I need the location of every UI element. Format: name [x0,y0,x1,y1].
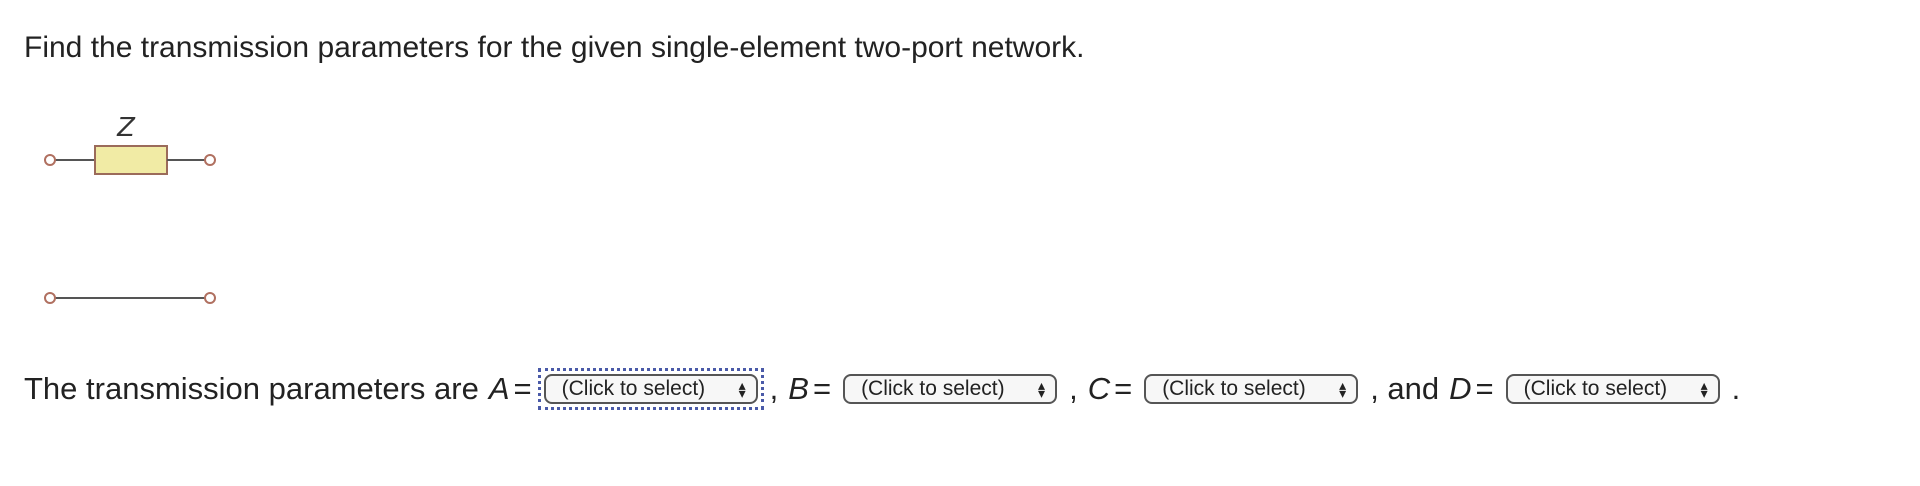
var-a-label: A [488,371,510,406]
terminal-bottom-right [204,292,216,304]
select-a-value: (Click to select) [561,377,706,400]
equals-a: = [513,371,532,406]
equals-b: = [812,371,832,406]
select-b-value: (Click to select) [861,377,1005,400]
question-text: Find the transmission parameters for the… [24,31,1085,64]
select-b[interactable]: (Click to select) ▴▾ [843,374,1058,404]
comma-a: , [769,371,779,406]
select-a-wrapper: (Click to select) ▴▾ [537,368,764,410]
var-b-label: B [788,371,809,406]
select-b-wrapper: (Click to select) ▴▾ [837,368,1063,410]
terminal-top-right [204,154,216,166]
var-c-label: C [1087,371,1111,406]
chevron-updown-icon: ▴▾ [738,377,746,401]
chevron-updown-icon: ▴▾ [1339,377,1347,401]
select-c[interactable]: (Click to select) ▴▾ [1144,374,1359,404]
answer-prefix: The transmission parameters are [24,371,479,406]
select-c-wrapper: (Click to select) ▴▾ [1138,368,1364,410]
var-d-label: D [1449,371,1472,406]
select-d-wrapper: (Click to select) ▴▾ [1500,368,1726,410]
and-text: , and [1370,371,1440,406]
select-d-value: (Click to select) [1523,377,1668,400]
answer-row: The transmission parameters are A = (Cli… [24,366,1740,412]
impedance-label: Z [116,113,136,143]
comma-b: , [1069,371,1078,406]
equals-c: = [1114,371,1133,406]
period: . [1731,371,1741,406]
terminal-bottom-left [44,292,56,304]
terminal-top-left [44,154,56,166]
impedance-element [94,145,168,175]
select-c-value: (Click to select) [1162,377,1306,400]
select-d[interactable]: (Click to select) ▴▾ [1505,374,1720,404]
select-a[interactable]: (Click to select) ▴▾ [543,374,758,404]
chevron-updown-icon: ▴▾ [1038,377,1046,401]
chevron-updown-icon: ▴▾ [1700,377,1708,401]
two-port-circuit-diagram: Z [44,113,216,304]
equals-d: = [1475,371,1494,406]
